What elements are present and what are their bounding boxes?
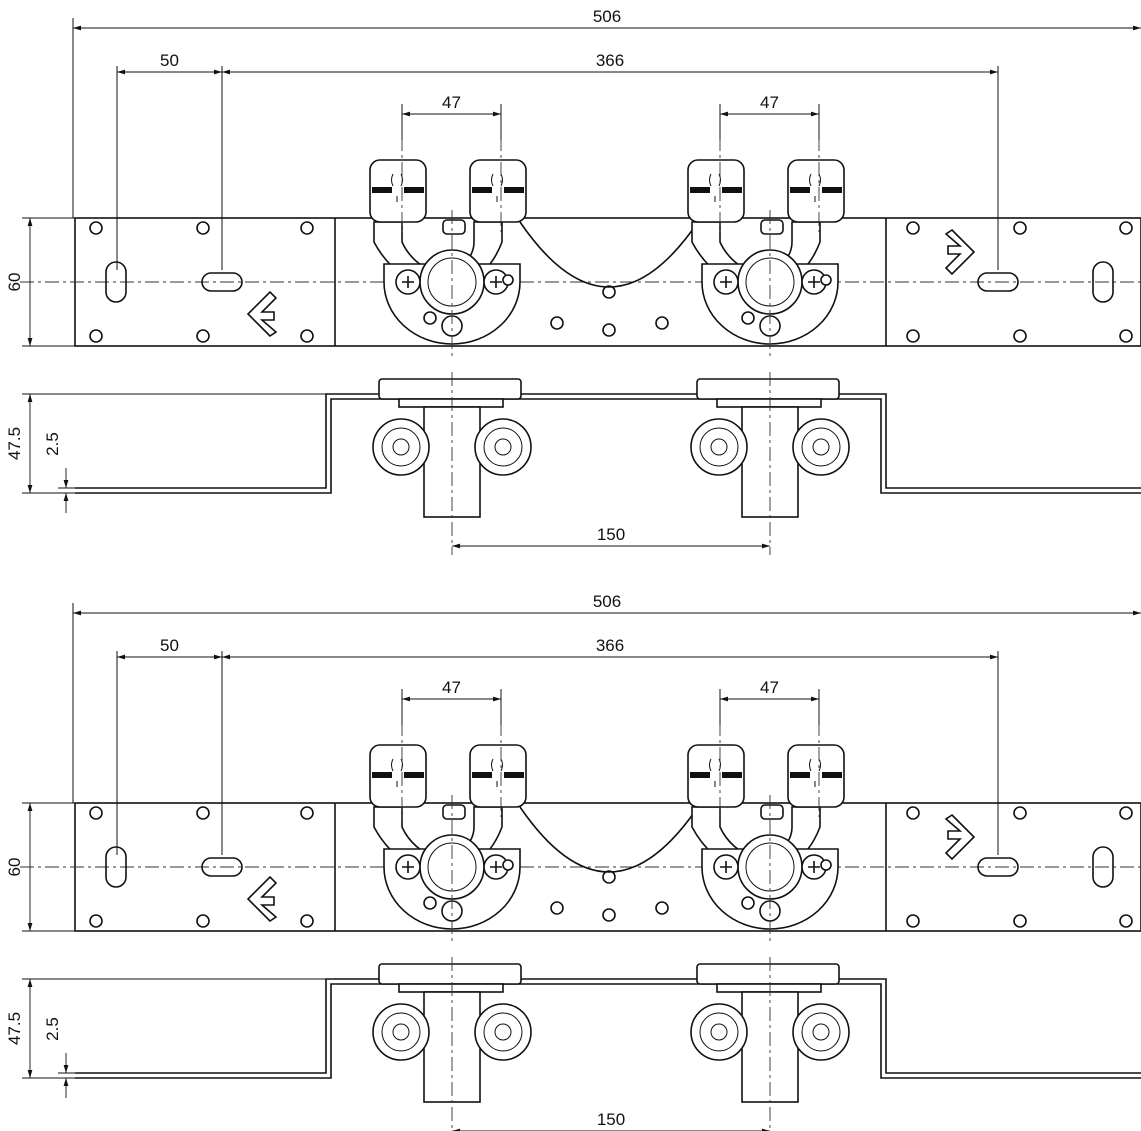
- dim-center-distance: 150: [452, 525, 770, 549]
- dim-slot-pitch: 50: [117, 636, 222, 660]
- extension-lines: [22, 18, 999, 494]
- dim-slot-span: 366: [222, 51, 998, 75]
- dim-outlet-pitch-right-label: 47: [760, 93, 779, 112]
- dim-slot-pitch-label: 50: [160, 636, 179, 655]
- horizontal-slot: [977, 272, 1019, 292]
- dim-overall-width-label: 506: [593, 592, 621, 611]
- dim-sheet-thickness: 2.5: [43, 432, 69, 513]
- mounting-rail-side-view: [75, 957, 1141, 1131]
- mounting-rail-side-view: [75, 372, 1141, 555]
- mounting-hole: [550, 901, 564, 915]
- horizontal-slot: [977, 857, 1019, 877]
- dim-sheet-thickness-label: 2.5: [43, 1017, 62, 1041]
- mounting-hole: [906, 914, 920, 928]
- valve-group-left: [369, 744, 527, 930]
- dim-depth-label: 47.5: [5, 427, 24, 460]
- vertical-slot: [1092, 846, 1114, 888]
- valve-group-right: [687, 159, 845, 345]
- valve-group-left: [369, 159, 527, 345]
- mounting-hole: [602, 323, 616, 337]
- direction-arrow-icon: [247, 291, 277, 337]
- dim-slot-pitch-label: 50: [160, 51, 179, 70]
- dim-sheet-thickness: 2.5: [43, 1017, 69, 1098]
- vertical-slot: [105, 261, 127, 303]
- dim-depth: 47.5: [5, 394, 33, 493]
- mounting-hole: [300, 329, 314, 343]
- mounting-rail-front-view: [20, 112, 1141, 360]
- dim-center-distance-label: 150: [597, 525, 625, 544]
- direction-arrow-icon: [945, 814, 975, 860]
- mounting-hole: [1119, 221, 1133, 235]
- dim-outlet-pitch-left-label: 47: [442, 93, 461, 112]
- dim-depth-label: 47.5: [5, 1012, 24, 1045]
- mounting-hole: [1119, 329, 1133, 343]
- mounting-hole: [602, 908, 616, 922]
- dim-rail-height-label: 60: [5, 858, 24, 877]
- mounting-hole: [300, 221, 314, 235]
- valve-group-right: [687, 744, 845, 930]
- mounting-hole: [1013, 221, 1027, 235]
- mounting-hole: [602, 870, 616, 884]
- mounting-hole: [1013, 329, 1027, 343]
- dim-outlet-pitch-right: 47: [720, 678, 819, 702]
- direction-arrow-icon: [945, 229, 975, 275]
- dim-outlet-pitch-left-label: 47: [442, 678, 461, 697]
- extension-lines: [22, 603, 999, 1079]
- vertical-slot: [105, 846, 127, 888]
- mounting-hole: [655, 316, 669, 330]
- mounting-hole: [300, 914, 314, 928]
- horizontal-slot: [201, 857, 243, 877]
- dim-outlet-pitch-right: 47: [720, 93, 819, 117]
- mounting-hole: [655, 901, 669, 915]
- dim-rail-height: 60: [5, 803, 33, 931]
- dim-overall-width: 506: [73, 592, 1141, 616]
- dim-outlet-pitch-right-label: 47: [760, 678, 779, 697]
- dim-slot-span-label: 366: [596, 636, 624, 655]
- mounting-hole: [89, 806, 103, 820]
- mounting-hole: [550, 316, 564, 330]
- mounting-hole: [300, 806, 314, 820]
- dim-outlet-pitch-left: 47: [402, 93, 501, 117]
- mounting-hole: [1119, 914, 1133, 928]
- dim-overall-width-label: 506: [593, 7, 621, 26]
- dim-sheet-thickness-label: 2.5: [43, 432, 62, 456]
- connecting-hose: [519, 221, 699, 288]
- mounting-hole: [196, 329, 210, 343]
- vertical-slot: [1092, 261, 1114, 303]
- horizontal-slot: [201, 272, 243, 292]
- mounting-hole: [196, 221, 210, 235]
- direction-arrow-icon: [247, 876, 277, 922]
- dim-slot-span: 366: [222, 636, 998, 660]
- mounting-hole: [1013, 914, 1027, 928]
- mounting-hole: [89, 914, 103, 928]
- dim-depth: 47.5: [5, 979, 33, 1078]
- mounting-hole: [602, 285, 616, 299]
- mounting-hole: [1013, 806, 1027, 820]
- dim-rail-height: 60: [5, 218, 33, 346]
- mounting-hole: [89, 221, 103, 235]
- dim-overall-width: 506: [73, 7, 1141, 31]
- dim-slot-span-label: 366: [596, 51, 624, 70]
- mounting-hole: [906, 329, 920, 343]
- connecting-hose: [519, 806, 699, 873]
- dim-rail-height-label: 60: [5, 273, 24, 292]
- mounting-rail-front-view: [20, 697, 1141, 945]
- mounting-hole: [196, 914, 210, 928]
- dim-slot-pitch: 50: [117, 51, 222, 75]
- drawing-upper: 506 50 366 47 47 60 47.5 2.5 150: [5, 7, 1141, 555]
- dim-center-distance-label: 150: [597, 1110, 625, 1129]
- dim-center-distance: 150: [452, 1110, 770, 1131]
- mounting-hole: [906, 221, 920, 235]
- mounting-hole: [1119, 806, 1133, 820]
- dim-outlet-pitch-left: 47: [402, 678, 501, 702]
- mounting-hole: [89, 329, 103, 343]
- mounting-hole: [196, 806, 210, 820]
- drawing-lower: 506 50 366 47 47 60 47.5 2.5 150: [5, 592, 1141, 1131]
- mounting-hole: [906, 806, 920, 820]
